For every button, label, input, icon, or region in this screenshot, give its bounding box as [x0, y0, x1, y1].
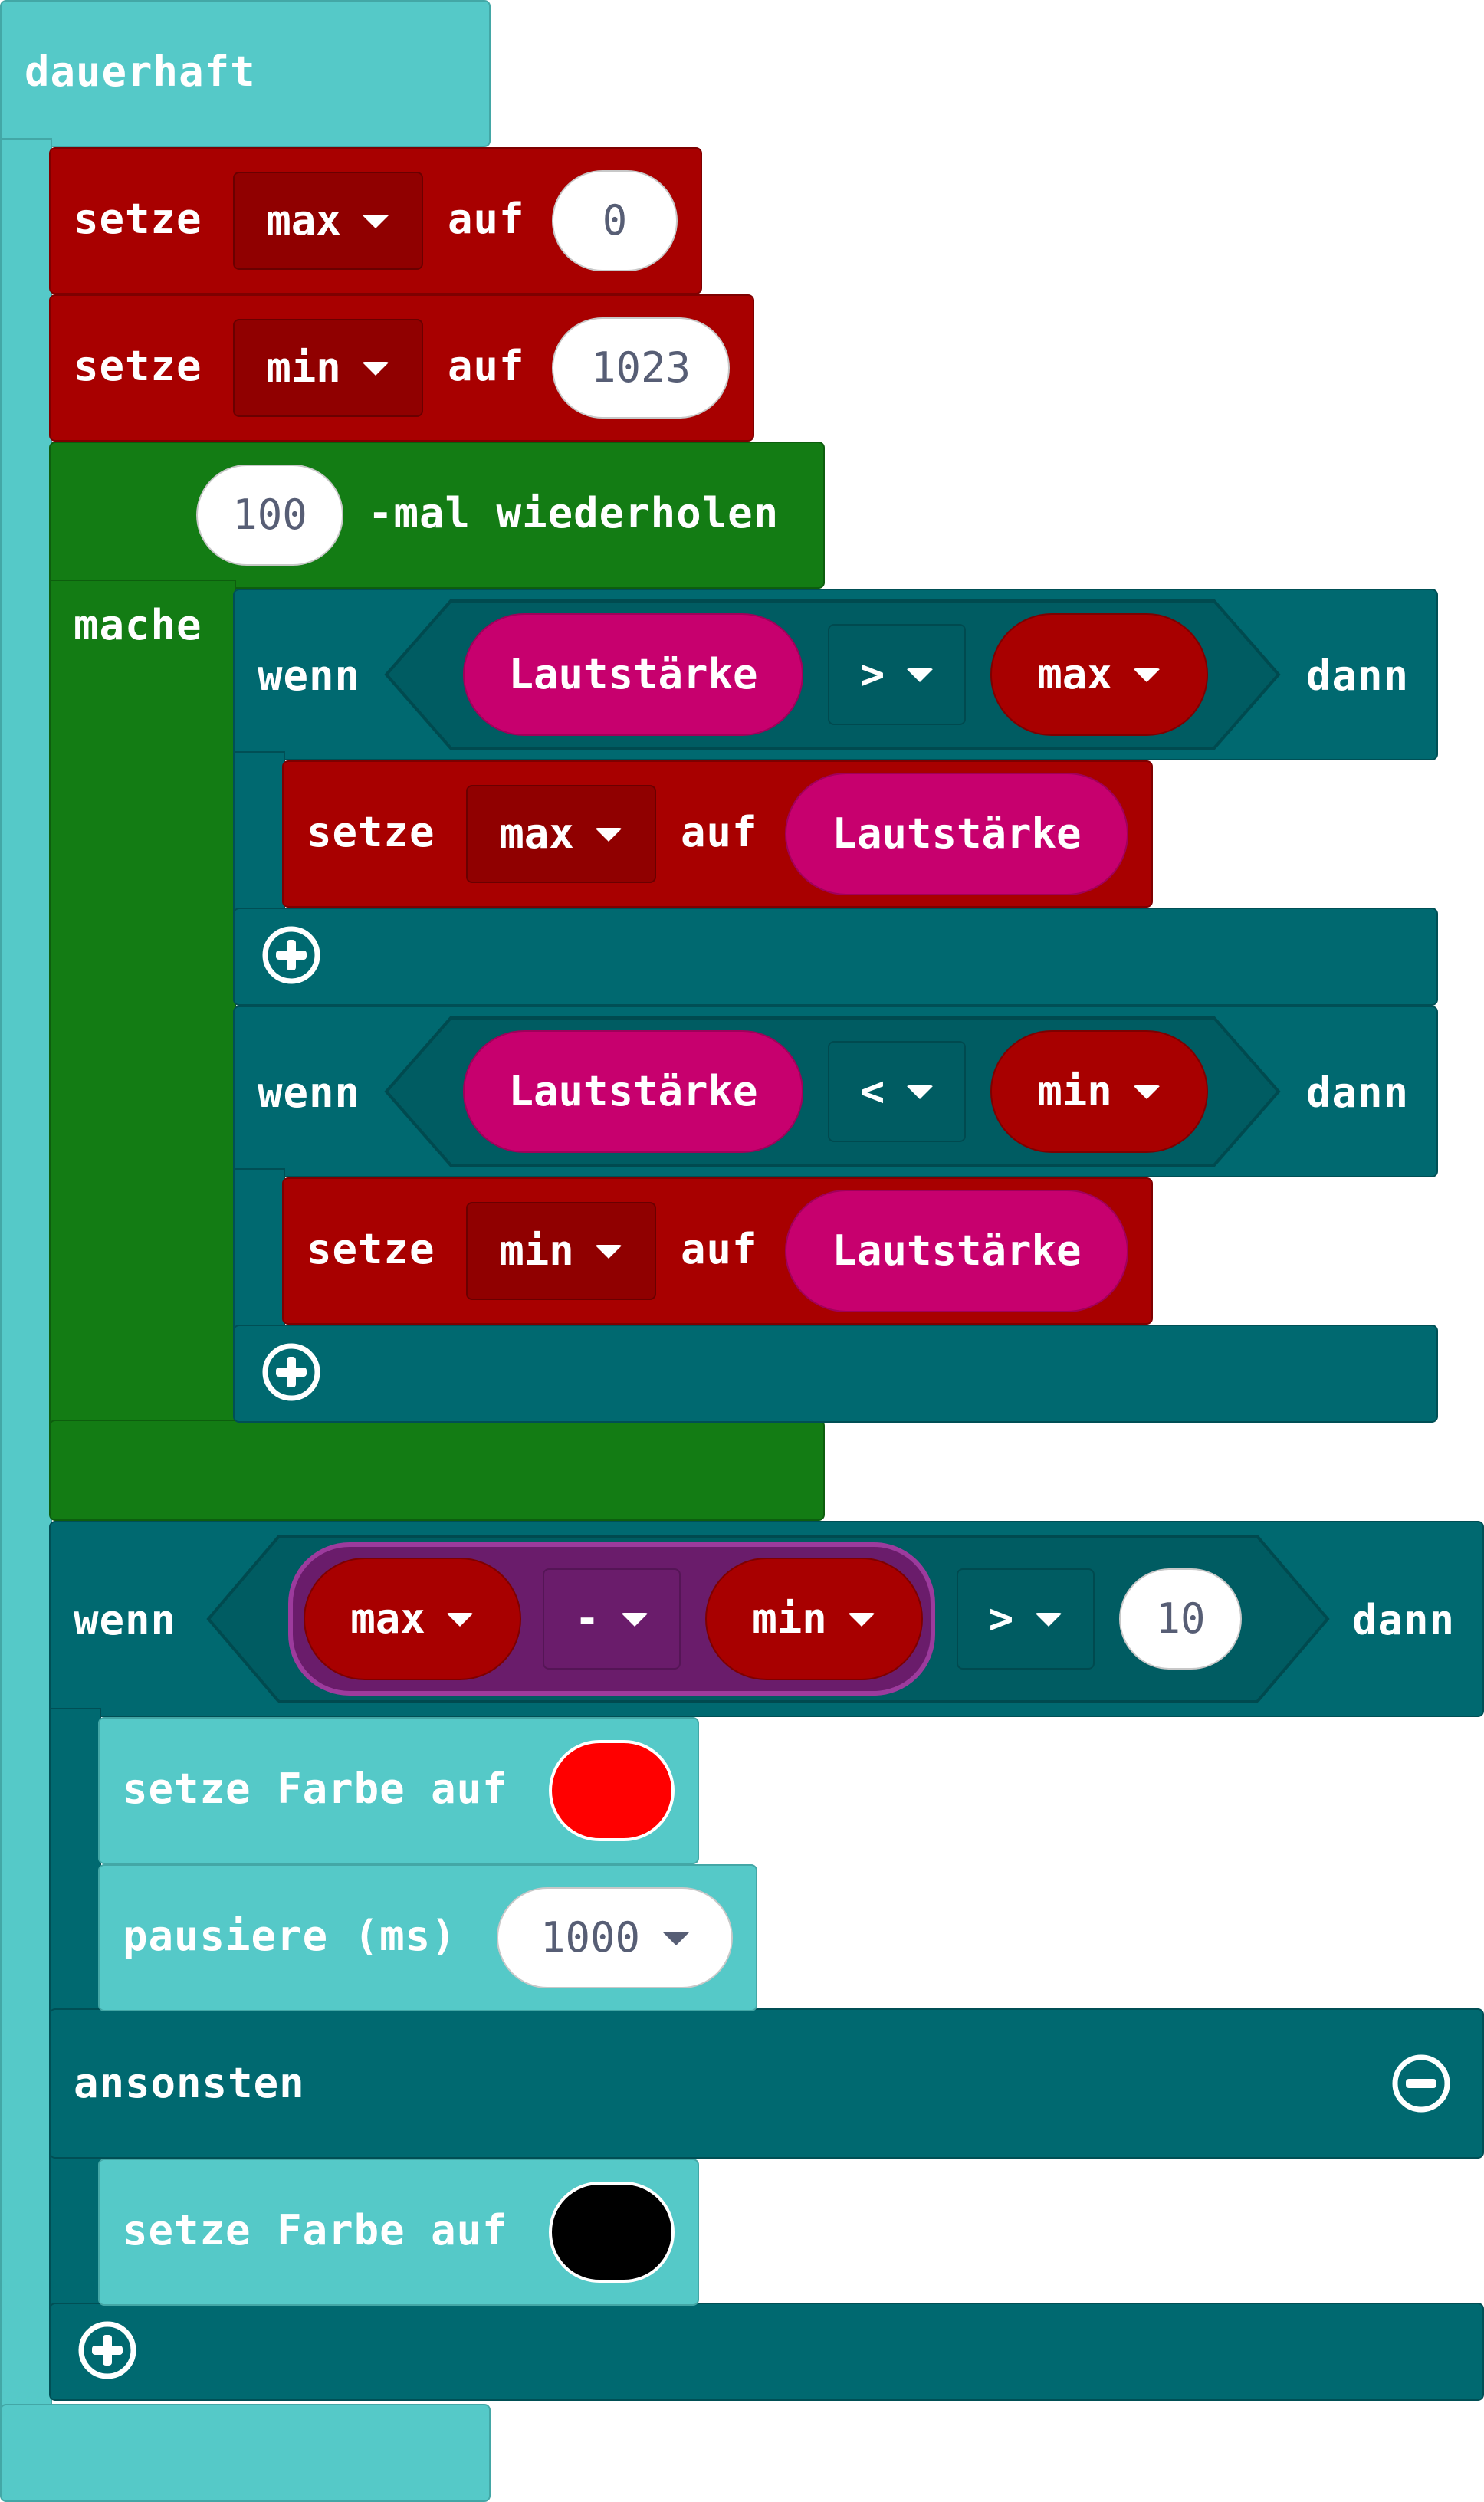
if1-dann-label: dann [1306, 653, 1410, 701]
if1-max-label: max [1037, 651, 1112, 698]
chevron-down-icon [906, 1085, 934, 1098]
set-max-auf-label: auf [448, 196, 525, 244]
repeat-count-input[interactable]: 100 [196, 465, 343, 566]
color-picker-black[interactable] [549, 2182, 675, 2283]
repeat-mache-label: mache [74, 603, 202, 650]
pause-value-label: 1000 [540, 1914, 641, 1962]
repeat-label: -mal wiederholen [368, 491, 780, 538]
plus-circle-icon[interactable] [78, 2321, 136, 2379]
if2-wenn-label: wenn [258, 1070, 361, 1118]
chevron-down-icon [621, 1612, 649, 1626]
if3-block-footer [49, 2303, 1484, 2401]
if2-set-var-dropdown[interactable]: min [466, 1202, 656, 1300]
repeat-block-spine [49, 580, 236, 1432]
if3-min-reporter[interactable]: min [705, 1558, 923, 1680]
if2-min-label: min [1037, 1068, 1112, 1115]
if3-compare-label: > [988, 1595, 1014, 1643]
if3-math-operator-dropdown[interactable]: - [543, 1568, 681, 1670]
if1-set-var-label: max [499, 810, 574, 858]
forever-block-footer [0, 2404, 491, 2502]
if3-value-input[interactable]: 10 [1119, 1568, 1242, 1670]
forever-block-spine [0, 138, 52, 2413]
chevron-down-icon [1035, 1612, 1063, 1626]
if3-math-operator-label: - [574, 1595, 600, 1643]
chevron-down-icon [446, 1612, 474, 1626]
pause-value-dropdown[interactable]: 1000 [497, 1887, 733, 1988]
chevron-down-icon [595, 1244, 623, 1258]
if2-min-reporter[interactable]: min [990, 1030, 1208, 1153]
if1-volume-reporter[interactable]: Lautstärke [463, 613, 803, 736]
set-max-var-label: max [266, 197, 341, 245]
if1-set-volume-reporter[interactable]: Lautstärke [785, 773, 1128, 895]
if1-wenn-label: wenn [258, 653, 361, 701]
if3-min-label: min [752, 1595, 827, 1643]
set-min-setze-label: setze [74, 343, 202, 391]
if2-operator-dropdown[interactable]: < [828, 1041, 966, 1142]
chevron-down-icon [906, 668, 934, 681]
chevron-down-icon [1133, 1085, 1161, 1098]
set-min-auf-label: auf [448, 343, 525, 391]
else-label: ansonsten [74, 2060, 305, 2108]
set-max-value-input[interactable]: 0 [552, 170, 678, 271]
if2-operator-label: < [859, 1068, 885, 1115]
chevron-down-icon [1133, 668, 1161, 681]
if3-max-reporter[interactable]: max [304, 1558, 521, 1680]
if1-set-var-dropdown[interactable]: max [466, 785, 656, 883]
chevron-down-icon [362, 361, 390, 375]
if3-max-label: max [350, 1595, 425, 1643]
if1-set-setze-label: setze [307, 809, 435, 857]
plus-circle-icon[interactable] [262, 926, 320, 984]
chevron-down-icon [362, 214, 390, 228]
if1-block-footer [233, 908, 1438, 1006]
chevron-down-icon [595, 827, 623, 841]
if2-set-var-label: min [499, 1227, 574, 1275]
if3-compare-dropdown[interactable]: > [957, 1568, 1095, 1670]
if2-volume-reporter[interactable]: Lautstärke [463, 1030, 803, 1153]
set-color-black-label: setze Farbe auf [123, 2208, 508, 2255]
if2-block-spine [233, 1168, 285, 1337]
set-min-value-input[interactable]: 1023 [552, 317, 730, 419]
set-max-var-dropdown[interactable]: max [233, 172, 423, 270]
if3-else-bar [49, 2008, 1484, 2159]
if1-set-auf-label: auf [681, 809, 758, 857]
if3-wenn-label: wenn [74, 1597, 177, 1645]
if3-dann-label: dann [1352, 1597, 1456, 1645]
pause-label: pausiere (ms) [123, 1913, 457, 1961]
repeat-block[interactable] [49, 442, 825, 589]
minus-circle-icon[interactable] [1392, 2054, 1450, 2113]
set-min-var-dropdown[interactable]: min [233, 319, 423, 417]
chevron-down-icon [662, 1931, 690, 1945]
color-picker-red[interactable] [549, 1740, 675, 1841]
forever-block[interactable] [0, 0, 491, 147]
if1-block-spine [233, 751, 285, 920]
if2-set-setze-label: setze [307, 1226, 435, 1274]
if2-block-footer [233, 1325, 1438, 1423]
if2-dann-label: dann [1306, 1070, 1410, 1118]
if2-set-auf-label: auf [681, 1226, 758, 1274]
set-max-setze-label: setze [74, 196, 202, 244]
if1-max-reporter[interactable]: max [990, 613, 1208, 736]
if2-set-volume-reporter[interactable]: Lautstärke [785, 1190, 1128, 1312]
forever-label: dauerhaft [25, 49, 256, 97]
chevron-down-icon [848, 1612, 876, 1626]
set-min-var-label: min [266, 344, 341, 392]
if1-operator-label: > [859, 651, 885, 698]
repeat-block-footer [49, 1420, 825, 1521]
set-color-red-label: setze Farbe auf [123, 1766, 508, 1814]
plus-circle-icon[interactable] [262, 1343, 320, 1401]
if1-operator-dropdown[interactable]: > [828, 624, 966, 725]
